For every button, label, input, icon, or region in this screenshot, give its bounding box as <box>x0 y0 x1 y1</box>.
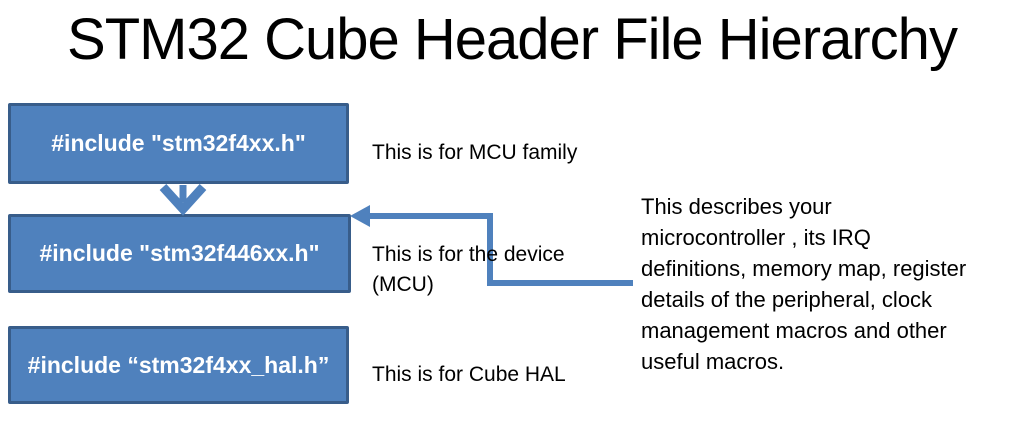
note-mcu-family: This is for MCU family <box>372 141 578 164</box>
note-cube-hal: This is for Cube HAL <box>372 363 566 386</box>
include-box-cube-hal: #include “stm32f4xx_hal.h” <box>8 326 349 404</box>
down-arrow-icon <box>159 183 207 216</box>
elbow-arrow-head <box>350 205 370 227</box>
note-device-line2: (MCU) <box>372 273 434 296</box>
description-line: microcontroller , its IRQ <box>641 225 871 250</box>
note-device-line1: This is for the device <box>372 243 565 266</box>
description-line: This describes your <box>641 194 832 219</box>
device-header-description: This describes your microcontroller , it… <box>641 191 966 377</box>
include-code-mcu-family: #include "stm32f4xx.h" <box>51 130 306 156</box>
note-device: This is for the device (MCU) <box>372 240 565 300</box>
include-code-device: #include "stm32f446xx.h" <box>39 240 320 266</box>
down-arrow-head <box>159 183 207 216</box>
page-title: STM32 Cube Header File Hierarchy <box>67 7 958 72</box>
description-line: definitions, memory map, register <box>641 256 967 281</box>
include-box-mcu-family: #include "stm32f4xx.h" <box>8 103 349 184</box>
include-code-cube-hal: #include “stm32f4xx_hal.h” <box>27 351 330 378</box>
description-line: details of the peripheral, clock <box>641 287 933 312</box>
description-line: management macros and other <box>641 318 947 343</box>
description-line: useful macros. <box>641 349 785 374</box>
include-box-device: #include "stm32f446xx.h" <box>8 214 351 293</box>
